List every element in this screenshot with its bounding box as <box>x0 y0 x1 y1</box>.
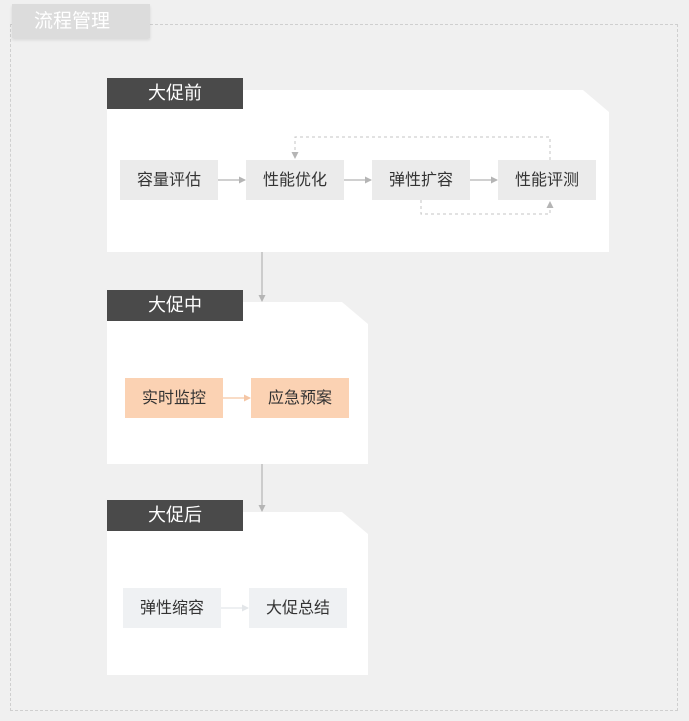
node-performance-optimization[interactable]: 性能优化 <box>246 160 344 200</box>
stage-label-before: 大促前 <box>107 78 243 109</box>
node-performance-evaluation[interactable]: 性能评测 <box>498 160 596 200</box>
stage-label-after: 大促后 <box>107 500 243 531</box>
node-elastic-scale-out[interactable]: 弹性扩容 <box>372 160 470 200</box>
loop-evaluate-to-optimize <box>291 136 551 160</box>
process-frame <box>10 24 678 711</box>
stage-label-during: 大促中 <box>107 290 243 321</box>
node-elastic-scale-in[interactable]: 弹性缩容 <box>123 588 221 628</box>
node-realtime-monitoring[interactable]: 实时监控 <box>125 378 223 418</box>
node-promotion-summary[interactable]: 大促总结 <box>249 588 347 628</box>
node-capacity-assessment[interactable]: 容量评估 <box>120 160 218 200</box>
node-emergency-plan[interactable]: 应急预案 <box>251 378 349 418</box>
page-title: 流程管理 <box>12 4 150 38</box>
loop-scaleout-to-evaluate <box>420 200 554 215</box>
